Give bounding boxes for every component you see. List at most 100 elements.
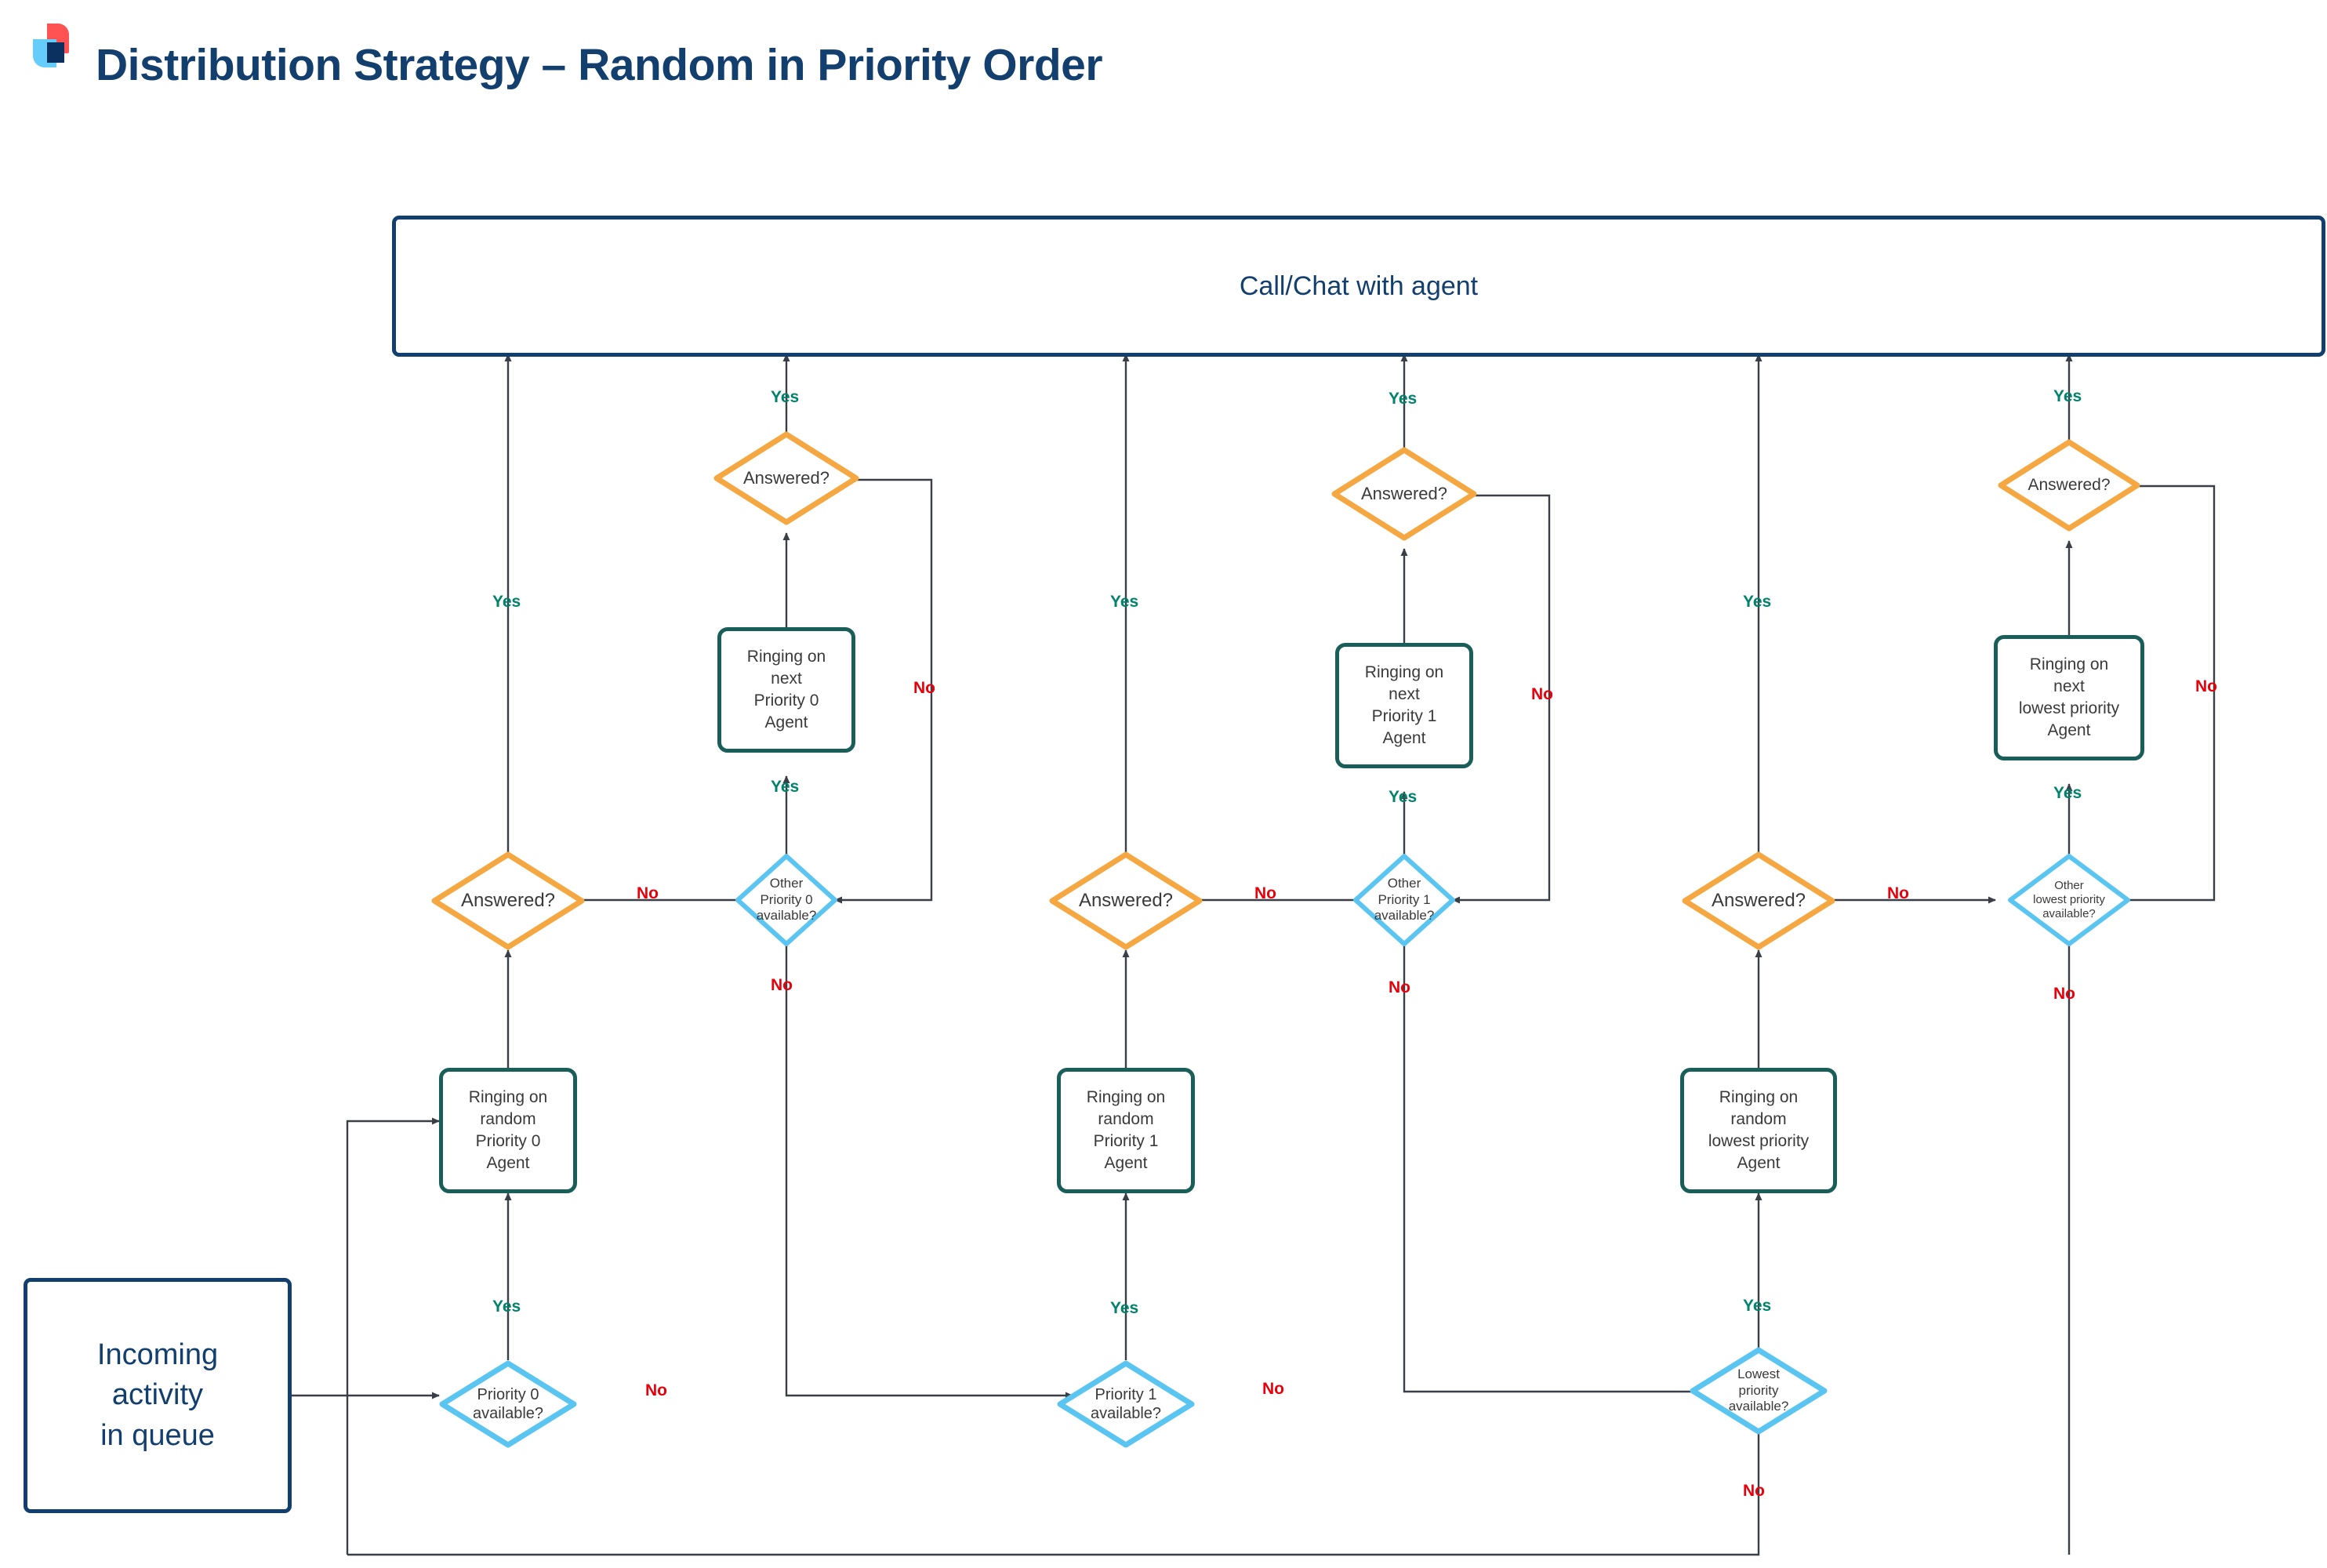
decision-other-lowest-priority-available[interactable]: Other lowest priority available?	[2007, 853, 2131, 947]
edge-label-yes: Yes	[1743, 593, 1772, 611]
process-ringing-random-priority-1[interactable]: Ringing on random Priority 1 Agent	[1057, 1068, 1195, 1193]
pr0-line-2: random	[480, 1110, 536, 1129]
edge-label-no: No	[1389, 978, 1410, 996]
logo-navy-square	[47, 42, 64, 63]
nx0-line-4: Agent	[764, 713, 808, 731]
edge-label-no: No	[913, 679, 935, 697]
8x8-logo-icon	[33, 24, 69, 67]
edge-label-yes: Yes	[2053, 387, 2082, 405]
diamond-shape-orange	[1682, 851, 1835, 950]
decision-answered-priority-0-second[interactable]: Answered?	[713, 431, 859, 525]
diamond-shape-orange	[1998, 439, 2140, 532]
edge-label-yes: Yes	[492, 593, 521, 611]
edge-label-no: No	[2053, 985, 2075, 1003]
edge-label-no: No	[1262, 1380, 1284, 1398]
pr1-line-4: Agent	[1104, 1153, 1148, 1172]
call-chat-label: Call/Chat with agent	[1239, 270, 1479, 301]
decision-answered-priority-1-first[interactable]: Answered?	[1049, 851, 1203, 950]
prl-line-2: random	[1730, 1110, 1787, 1129]
nx0-line-1: Ringing on	[746, 648, 826, 666]
nx1-line-2: next	[1389, 685, 1420, 704]
incoming-line-1: Incoming	[96, 1338, 219, 1372]
nx1-line-4: Agent	[1382, 728, 1426, 747]
decision-other-priority-0-available[interactable]: Other Priority 0 available?	[735, 853, 838, 947]
nx0-line-2: next	[771, 670, 802, 688]
pr1-line-1: Ringing on	[1086, 1088, 1166, 1107]
incoming-line-3: in queue	[100, 1418, 215, 1452]
decision-answered-lowest-priority-first-label: Answered?	[1711, 890, 1806, 912]
page-title: Distribution Strategy – Random in Priori…	[96, 40, 1103, 90]
edge-label-yes: Yes	[1110, 593, 1139, 611]
process-ringing-random-lowest-priority[interactable]: Ringing on random lowest priority Agent	[1680, 1068, 1837, 1193]
edge-label-yes: Yes	[771, 388, 800, 406]
diamond-shape-orange	[1049, 851, 1203, 950]
decision-answered-priority-0-first[interactable]: Answered?	[431, 851, 585, 950]
decision-answered-priority-0-second-label: Answered?	[742, 467, 830, 488]
decision-priority-0-available[interactable]: Priority 0 available?	[439, 1360, 577, 1448]
incoming-activity-box[interactable]: Incoming activity in queue	[24, 1278, 292, 1513]
edge-label-yes: Yes	[1389, 788, 1418, 806]
nxl-line-2: next	[2053, 677, 2085, 696]
nxl-line-3: lowest priority	[2018, 699, 2120, 717]
decision-lowest-priority-available-label: Lowest priority available?	[1728, 1366, 1789, 1414]
call-chat-with-agent-box[interactable]: Call/Chat with agent	[392, 216, 2325, 357]
pr1-line-3: Priority 1	[1093, 1132, 1159, 1150]
decision-other-priority-1-available-label: Other Priority 1 available?	[1374, 875, 1435, 924]
edge-label-no: No	[645, 1381, 667, 1399]
diamond-shape-orange	[431, 851, 585, 950]
edge-label-no: No	[1254, 884, 1276, 902]
nx1-line-1: Ringing on	[1364, 663, 1444, 682]
edge-label-no: No	[2195, 677, 2217, 695]
decision-other-lowest-priority-available-label: Other lowest priority available?	[2033, 878, 2105, 921]
page-header: Distribution Strategy – Random in Priori…	[0, 0, 2327, 141]
decision-priority-1-available-label: Priority 1 available?	[1090, 1385, 1162, 1422]
decision-lowest-priority-available[interactable]: Lowest priority available?	[1690, 1347, 1828, 1435]
nx1-line-3: Priority 1	[1371, 707, 1437, 725]
prl-line-3: lowest priority	[1708, 1132, 1810, 1150]
decision-answered-lowest-priority-second-label: Answered?	[2028, 476, 2111, 495]
decision-priority-1-available[interactable]: Priority 1 available?	[1057, 1360, 1195, 1448]
edge-label-no: No	[637, 884, 659, 902]
edge-label-yes: Yes	[1110, 1299, 1139, 1317]
diamond-shape-blue	[2008, 854, 2130, 946]
decision-answered-priority-0-first-label: Answered?	[460, 890, 556, 912]
diamond-shape-blue	[735, 854, 837, 946]
edge-label-yes: Yes	[1743, 1297, 1772, 1315]
process-ringing-random-priority-0[interactable]: Ringing on random Priority 0 Agent	[439, 1068, 577, 1193]
process-ringing-next-lowest-priority[interactable]: Ringing on next lowest priority Agent	[1994, 635, 2144, 760]
decision-answered-lowest-priority-second[interactable]: Answered?	[1998, 439, 2140, 532]
nxl-line-4: Agent	[2047, 720, 2091, 739]
process-ringing-next-priority-1[interactable]: Ringing on next Priority 1 Agent	[1335, 643, 1473, 768]
decision-other-priority-0-available-label: Other Priority 0 available?	[756, 875, 817, 924]
diamond-shape-blue	[1690, 1347, 1828, 1435]
edge-label-no: No	[1887, 884, 1909, 902]
decision-answered-priority-1-first-label: Answered?	[1078, 890, 1174, 912]
decision-answered-priority-1-second-label: Answered?	[1360, 483, 1448, 503]
prl-line-1: Ringing on	[1719, 1088, 1799, 1107]
diamond-shape-blue	[1057, 1360, 1195, 1448]
edge-label-no: No	[1531, 685, 1553, 703]
prl-line-4: Agent	[1737, 1153, 1781, 1172]
edge-label-yes: Yes	[1389, 390, 1418, 408]
decision-priority-0-available-label: Priority 0 available?	[472, 1385, 544, 1422]
pr0-line-4: Agent	[486, 1153, 530, 1172]
edge-label-no: No	[1743, 1482, 1765, 1500]
decision-answered-lowest-priority-first[interactable]: Answered?	[1682, 851, 1835, 950]
decision-answered-priority-1-second[interactable]: Answered?	[1331, 447, 1477, 541]
pr0-line-1: Ringing on	[468, 1088, 548, 1107]
decision-other-priority-1-available[interactable]: Other Priority 1 available?	[1352, 853, 1456, 947]
edge-label-no: No	[771, 976, 793, 994]
edge-label-yes: Yes	[492, 1298, 521, 1316]
process-ringing-next-priority-0[interactable]: Ringing on next Priority 0 Agent	[717, 627, 855, 753]
incoming-line-2: activity	[111, 1378, 204, 1412]
diamond-shape-orange	[713, 431, 859, 525]
diamond-shape-orange	[1331, 447, 1477, 541]
diamond-shape-blue	[1353, 854, 1455, 946]
pr0-line-3: Priority 0	[475, 1132, 541, 1150]
nx0-line-3: Priority 0	[753, 691, 819, 710]
edge-label-yes: Yes	[2053, 784, 2082, 802]
diamond-shape-blue	[439, 1360, 577, 1448]
edge-label-yes: Yes	[771, 778, 800, 796]
